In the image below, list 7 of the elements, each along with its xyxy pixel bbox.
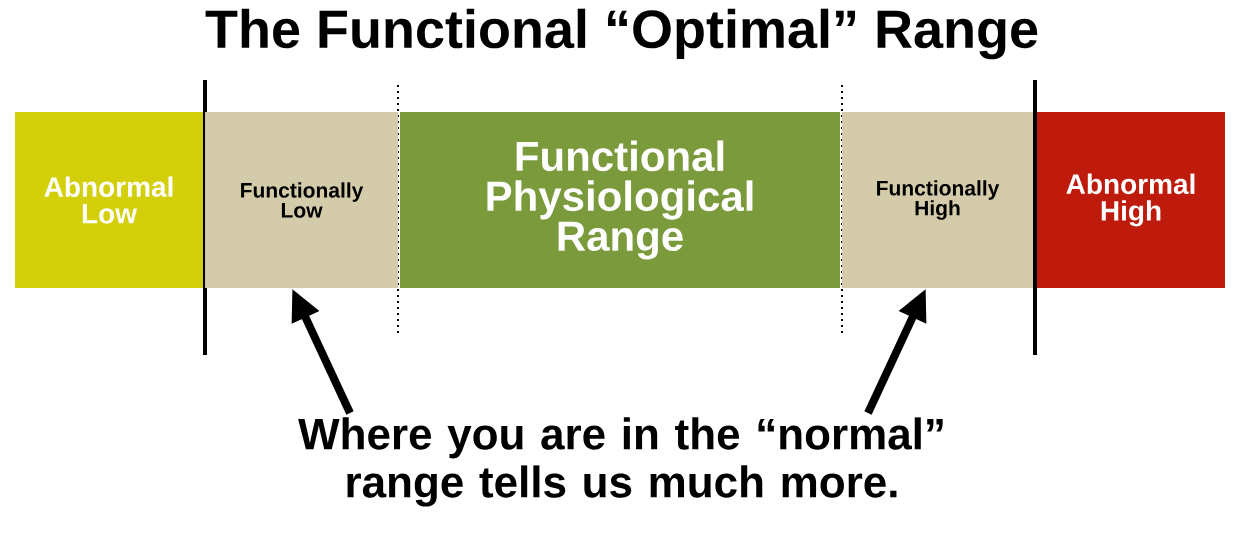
caption-text: Where you are in the “normal” range tells us much more. <box>298 417 943 507</box>
range-band: Functionally Low <box>205 112 398 288</box>
range-band: Functional Physiological Range <box>400 112 840 288</box>
range-band: Abnormal High <box>1037 112 1225 288</box>
range-band: Functionally High <box>842 112 1033 288</box>
title: The Functional “Optimal” Range <box>205 8 1038 60</box>
range-band: Abnormal Low <box>15 112 203 288</box>
